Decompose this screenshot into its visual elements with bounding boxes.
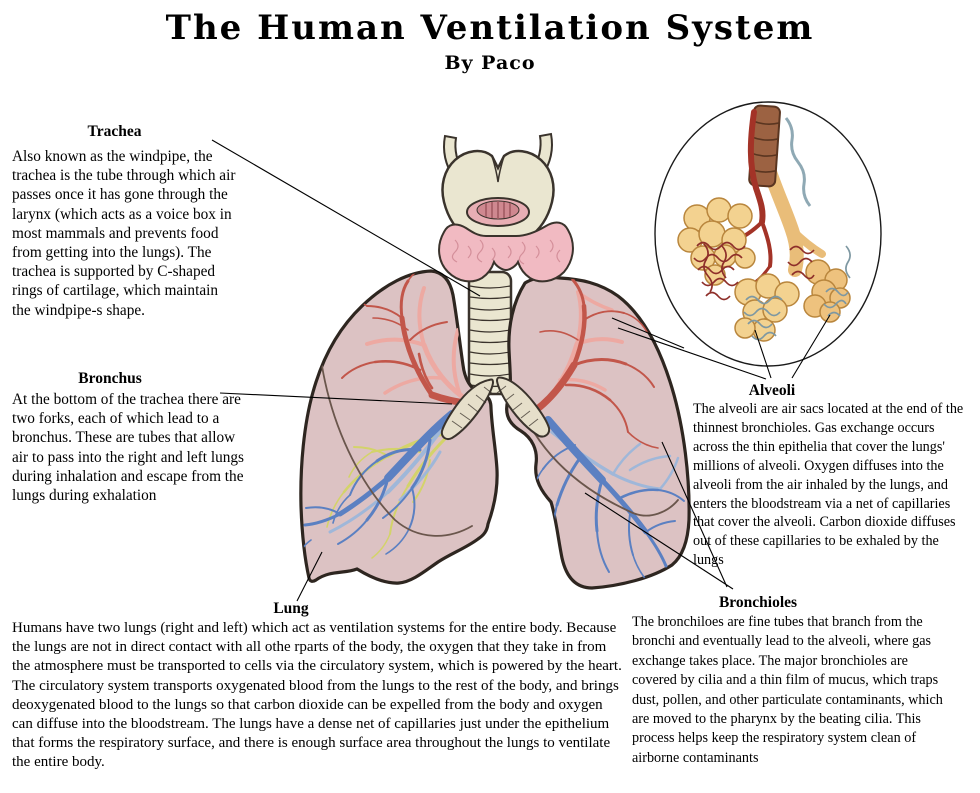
inset-vein [784, 117, 812, 207]
bronchus-description: At the bottom of the trachea there are t… [12, 391, 244, 505]
lung-heading: Lung [273, 600, 309, 617]
alveoli-cluster-bottom [734, 273, 800, 342]
left-lung-veins [300, 410, 456, 561]
alveoli-zoom-line [611, 317, 685, 349]
alveoli-cluster-left [677, 197, 756, 286]
lung-description: Humans have two lungs (right and left) w… [12, 620, 622, 771]
alveoli-callout-line-left [754, 329, 772, 379]
right-bronchus [495, 376, 551, 438]
left-bronchus [440, 378, 495, 441]
bronchioles-description: The bronchiloes are fine tubes that bran… [632, 614, 943, 766]
alveoli-inset [654, 101, 882, 367]
bronchioles-callout-line-2 [661, 441, 728, 588]
thyroid-gland [438, 221, 574, 283]
larynx [441, 132, 555, 249]
alveoli-description: The alveoli are air sacs located at the … [693, 401, 964, 569]
alveoli-callout-line-long [617, 327, 767, 380]
bronchioles-heading: Bronchioles [718, 594, 798, 611]
callout-lines [211, 139, 831, 602]
left-lung-fissure [321, 365, 473, 537]
trachea-callout-line [211, 139, 481, 297]
alveoli-callout-line-right [791, 314, 831, 379]
bronchus-heading: Bronchus [78, 370, 142, 387]
page-subtitle: By Paco [444, 52, 536, 74]
page-title: The Human Ventilation System [165, 8, 815, 48]
bronchus-callout-line [219, 392, 453, 405]
trachea-heading: Trachea [87, 123, 142, 140]
bronchiole-tube [748, 104, 781, 188]
lung-callout-line [296, 551, 323, 602]
trachea-description: Also known as the windpipe, the trachea … [12, 148, 236, 319]
alveoli-heading: Alveoli [748, 382, 796, 399]
capillary-mesh-blue [743, 245, 851, 341]
capillary-mesh-red [693, 241, 815, 301]
trachea-tube [467, 270, 513, 396]
bronchioles-callout-line-1 [584, 492, 734, 590]
